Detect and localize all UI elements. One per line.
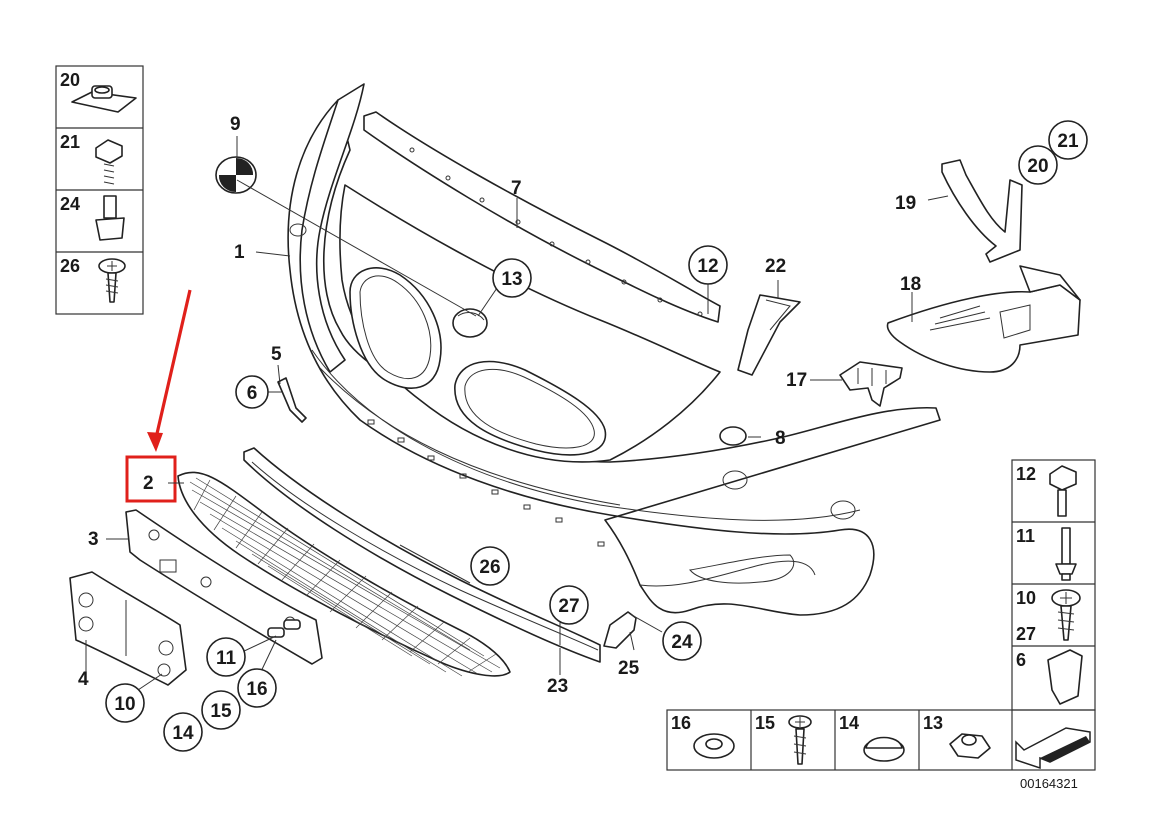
label-26: 26	[479, 557, 500, 578]
bracket-25-icon	[603, 611, 637, 649]
lower-grille	[177, 471, 511, 677]
label-14: 14	[172, 723, 194, 744]
callout-labels: 1 2 3 4 5 7 8 9 17 18 19 22 23 25	[78, 114, 921, 697]
label-1: 1	[234, 242, 245, 263]
clip-5-icon	[277, 377, 307, 423]
left-legend: 20 21 24 26	[55, 65, 144, 315]
bracket-17-icon	[839, 361, 903, 407]
legend-bottom-16: 16	[671, 713, 691, 733]
direction-arrow-icon	[1015, 727, 1091, 770]
rivet-right-11-icon	[1055, 527, 1077, 581]
rivet-icon	[95, 195, 125, 241]
legend-right-27: 27	[1016, 624, 1036, 644]
tow-eye-cover-icon	[719, 426, 747, 446]
washer-icon	[693, 733, 735, 759]
label-11: 11	[216, 648, 237, 669]
speed-nut-icon	[949, 733, 991, 759]
license-plate-holder	[69, 571, 187, 686]
legend-left-20: 20	[60, 70, 80, 90]
legend-right-10: 10	[1016, 588, 1036, 608]
screw-10-icon	[1051, 589, 1081, 641]
legend-right-11: 11	[1016, 526, 1035, 546]
label-7: 7	[511, 178, 522, 199]
screw-icon	[98, 258, 126, 303]
legend-right-6: 6	[1016, 650, 1026, 670]
bmw-emblem-icon	[215, 156, 257, 194]
air-duct-icon	[886, 265, 1081, 373]
label-15: 15	[210, 701, 232, 722]
screw-15-icon	[788, 715, 812, 765]
bottom-legend: 16 15 14 13 00164321	[666, 709, 1096, 791]
legend-right-12: 12	[1016, 464, 1036, 484]
highlight-arrow	[147, 289, 192, 452]
label-3: 3	[88, 529, 99, 550]
circled-callouts: 6 10 11 12 13 14 15 16 20 21 24 26 27	[105, 120, 1088, 752]
bracket-22-icon	[737, 294, 801, 376]
clip-nut-icon	[71, 85, 137, 113]
rivet-11-icon	[267, 619, 301, 638]
front-bumper	[287, 83, 941, 616]
label-8: 8	[775, 428, 786, 449]
reference-number: 00164321	[1020, 776, 1078, 791]
leader-lines	[85, 136, 949, 691]
label-23: 23	[547, 676, 568, 697]
label-13: 13	[501, 269, 522, 290]
label-19: 19	[895, 193, 916, 214]
label-10: 10	[114, 694, 135, 715]
label-25: 25	[618, 658, 640, 679]
license-plate-base	[125, 509, 323, 665]
tow-hook-cap-icon	[452, 308, 488, 338]
legend-bottom-15: 15	[755, 713, 775, 733]
label-18: 18	[900, 274, 921, 295]
label-16: 16	[246, 679, 267, 700]
legend-left-24: 24	[60, 194, 80, 214]
label-2: 2	[143, 473, 154, 494]
label-27: 27	[558, 596, 579, 617]
hex-bolt-icon	[95, 139, 123, 185]
grommet-icon	[863, 736, 905, 762]
right-legend: 12 11 10 27 6	[1011, 459, 1096, 711]
legend-bottom-14: 14	[839, 713, 859, 733]
bolt-12-icon	[1049, 465, 1077, 517]
label-6: 6	[247, 383, 258, 404]
lower-trim-strip	[243, 447, 601, 663]
label-24: 24	[671, 632, 693, 653]
label-21: 21	[1057, 131, 1079, 152]
label-12: 12	[697, 256, 718, 277]
clip-6-icon	[1047, 649, 1083, 705]
legend-left-21: 21	[60, 132, 80, 152]
label-20: 20	[1027, 156, 1048, 177]
label-4: 4	[78, 669, 89, 690]
label-5: 5	[271, 344, 282, 365]
label-22: 22	[765, 256, 786, 277]
label-9: 9	[230, 114, 241, 135]
legend-left-26: 26	[60, 256, 80, 276]
bracket-19-icon	[941, 159, 1023, 263]
upper-trim-strip	[363, 111, 721, 323]
highlight-box	[125, 455, 177, 503]
label-17: 17	[786, 370, 807, 391]
legend-bottom-13: 13	[923, 713, 943, 733]
